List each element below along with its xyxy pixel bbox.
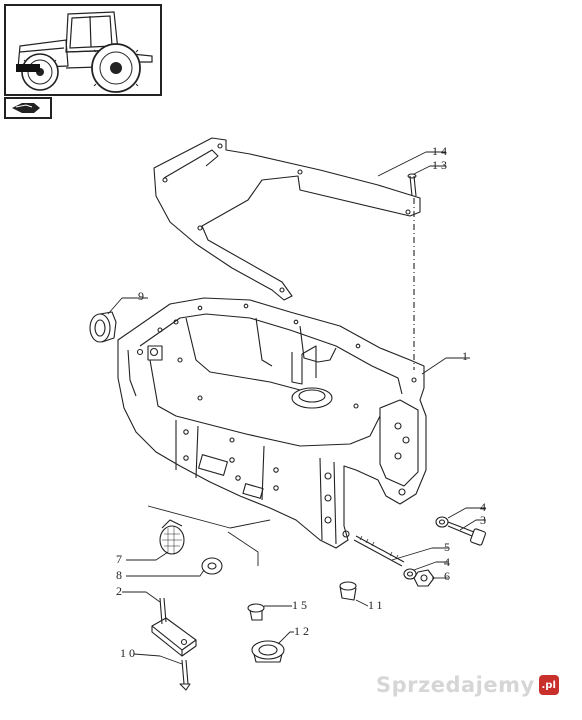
part-6-nut [413,569,435,587]
part-9-plug [89,311,117,343]
callout-15: 15 [292,598,310,612]
callout-4-upper: 4 [480,500,489,514]
callout-13: 13 [432,158,450,172]
callout-12: 12 [294,624,312,638]
part-15-plug [247,603,265,621]
callout-9: 9 [138,289,147,303]
watermark: Sprzedajemy .pl [376,666,572,704]
part-10-screw [179,659,191,691]
page-flip-icon[interactable] [4,97,52,119]
part-5-stud [353,535,405,567]
part-4-washer-lower [403,568,417,580]
part-1-main-housing [117,297,427,549]
leader-lines [107,151,486,665]
callout-8: 8 [116,568,125,582]
callout-1: 1 [462,349,471,363]
part-12-grommet [251,640,285,663]
part-2-bracket [151,597,197,657]
callout-3: 3 [480,513,489,527]
callout-10: 10 [120,646,138,660]
callout-7: 7 [116,552,125,566]
part-13-bolt [407,173,417,197]
watermark-badge: .pl [538,675,559,695]
part-8-washer [201,557,223,575]
part-14-cover-plate [153,137,421,301]
part-4-washer-upper [435,516,449,528]
watermark-text: Sprzedajemy [376,673,535,697]
tractor-thumbnail [4,4,162,96]
callout-4-lower: 4 [444,555,453,569]
callout-14: 14 [432,144,450,158]
tractor-icon [16,11,153,93]
callout-5: 5 [444,540,453,554]
part-11-cap [339,581,357,601]
part-7-strainer [159,519,185,555]
part-3-bolt [447,521,487,546]
callout-6: 6 [444,569,453,583]
callout-2: 2 [116,584,125,598]
callout-11: 11 [368,598,386,612]
